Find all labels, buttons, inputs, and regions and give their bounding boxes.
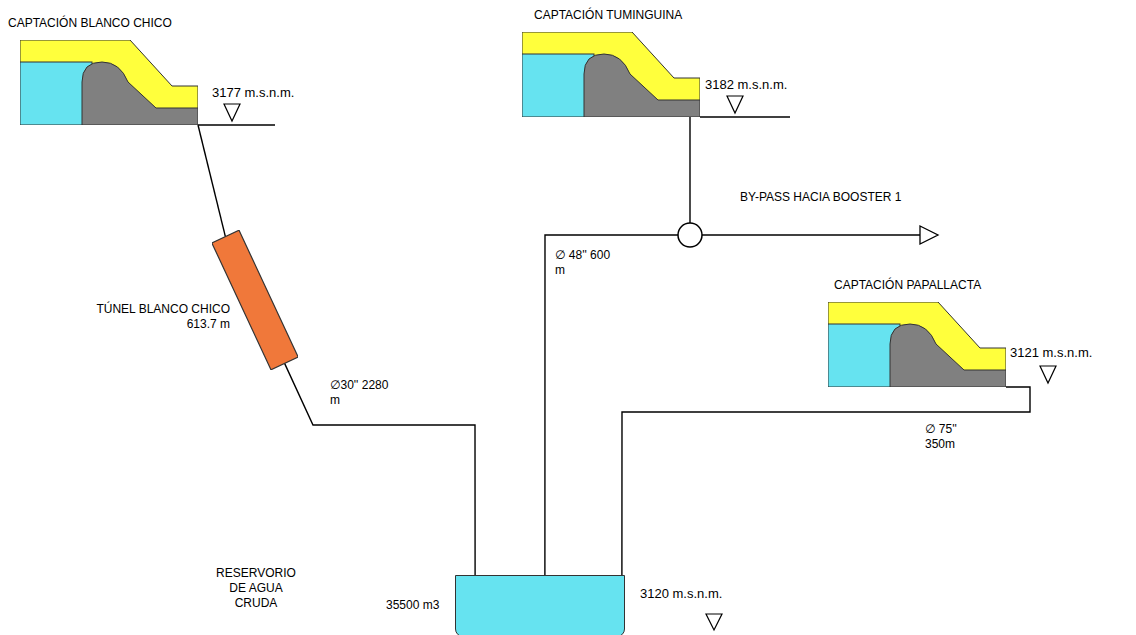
junction-valve bbox=[678, 223, 702, 247]
ground-line bbox=[700, 116, 790, 117]
node-label: RESERVORIO DE AGUA CRUDA bbox=[211, 566, 301, 611]
pipe-line bbox=[545, 117, 690, 575]
level-triangle bbox=[706, 614, 722, 630]
volume-label: 35500 m3 bbox=[386, 598, 466, 613]
level-triangle bbox=[1040, 366, 1056, 383]
intake-dam: CAPTACIÓN PAPALLACTA bbox=[828, 302, 1006, 387]
elevation: 3120 m.s.n.m. bbox=[640, 586, 722, 602]
dam-illustration bbox=[828, 302, 1006, 387]
dam-illustration bbox=[522, 32, 700, 117]
level-triangle bbox=[727, 96, 743, 113]
tunnel-illustration bbox=[212, 230, 298, 370]
dam-illustration bbox=[20, 40, 198, 125]
intake-name: CAPTACIÓN BLANCO CHICO bbox=[8, 16, 228, 31]
tunnel: TÚNEL BLANCO CHICO 613.7 m bbox=[212, 230, 298, 370]
pipe-spec: ∅30'' 2280 m bbox=[330, 378, 392, 408]
elevation: 3177 m.s.n.m. bbox=[212, 85, 294, 101]
intake-name: CAPTACIÓN TUMINGUINA bbox=[534, 8, 754, 23]
pipe-spec: ∅ 48'' 600 m bbox=[555, 248, 617, 278]
pipe-spec: ∅ 75'' 350m bbox=[925, 422, 987, 452]
node-label: TÚNEL BLANCO CHICO 613.7 m bbox=[90, 302, 230, 332]
intake-dam: CAPTACIÓN BLANCO CHICO bbox=[20, 40, 198, 125]
bypass-arrow bbox=[920, 226, 938, 244]
bypass-pipe bbox=[702, 234, 920, 235]
pipe-line bbox=[285, 363, 476, 575]
level-triangle bbox=[224, 104, 240, 121]
reservoir: RESERVORIO DE AGUA CRUDA35500 m3 bbox=[455, 575, 625, 635]
elevation: 3121 m.s.n.m. bbox=[1010, 345, 1092, 361]
intake-dam: CAPTACIÓN TUMINGUINA bbox=[522, 32, 700, 117]
pipe-line bbox=[622, 387, 1030, 575]
pipe-line bbox=[198, 125, 225, 237]
ground-line bbox=[198, 124, 275, 125]
intake-name: CAPTACIÓN PAPALLACTA bbox=[834, 278, 1054, 293]
elevation: 3182 m.s.n.m. bbox=[705, 77, 787, 93]
bypass-label: BY-PASS HACIA BOOSTER 1 bbox=[740, 190, 901, 205]
